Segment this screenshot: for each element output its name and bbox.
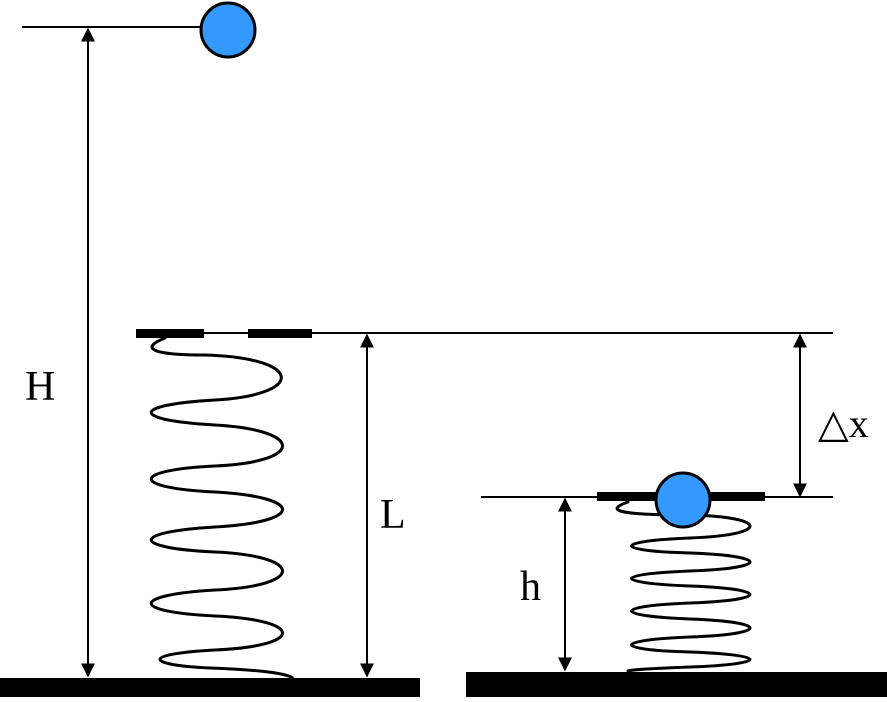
ground-left <box>0 678 420 697</box>
L-label: L <box>380 492 406 538</box>
spring-right-coil <box>615 500 752 673</box>
ball-top <box>199 1 257 59</box>
spring-left-coil <box>149 336 295 684</box>
h-label: h <box>520 564 541 610</box>
dx-label: △x <box>818 401 869 446</box>
ground-right <box>466 672 887 697</box>
ball-on-spring <box>654 471 712 529</box>
spring-left-plate-a <box>136 329 204 338</box>
H-label: H <box>25 364 55 410</box>
